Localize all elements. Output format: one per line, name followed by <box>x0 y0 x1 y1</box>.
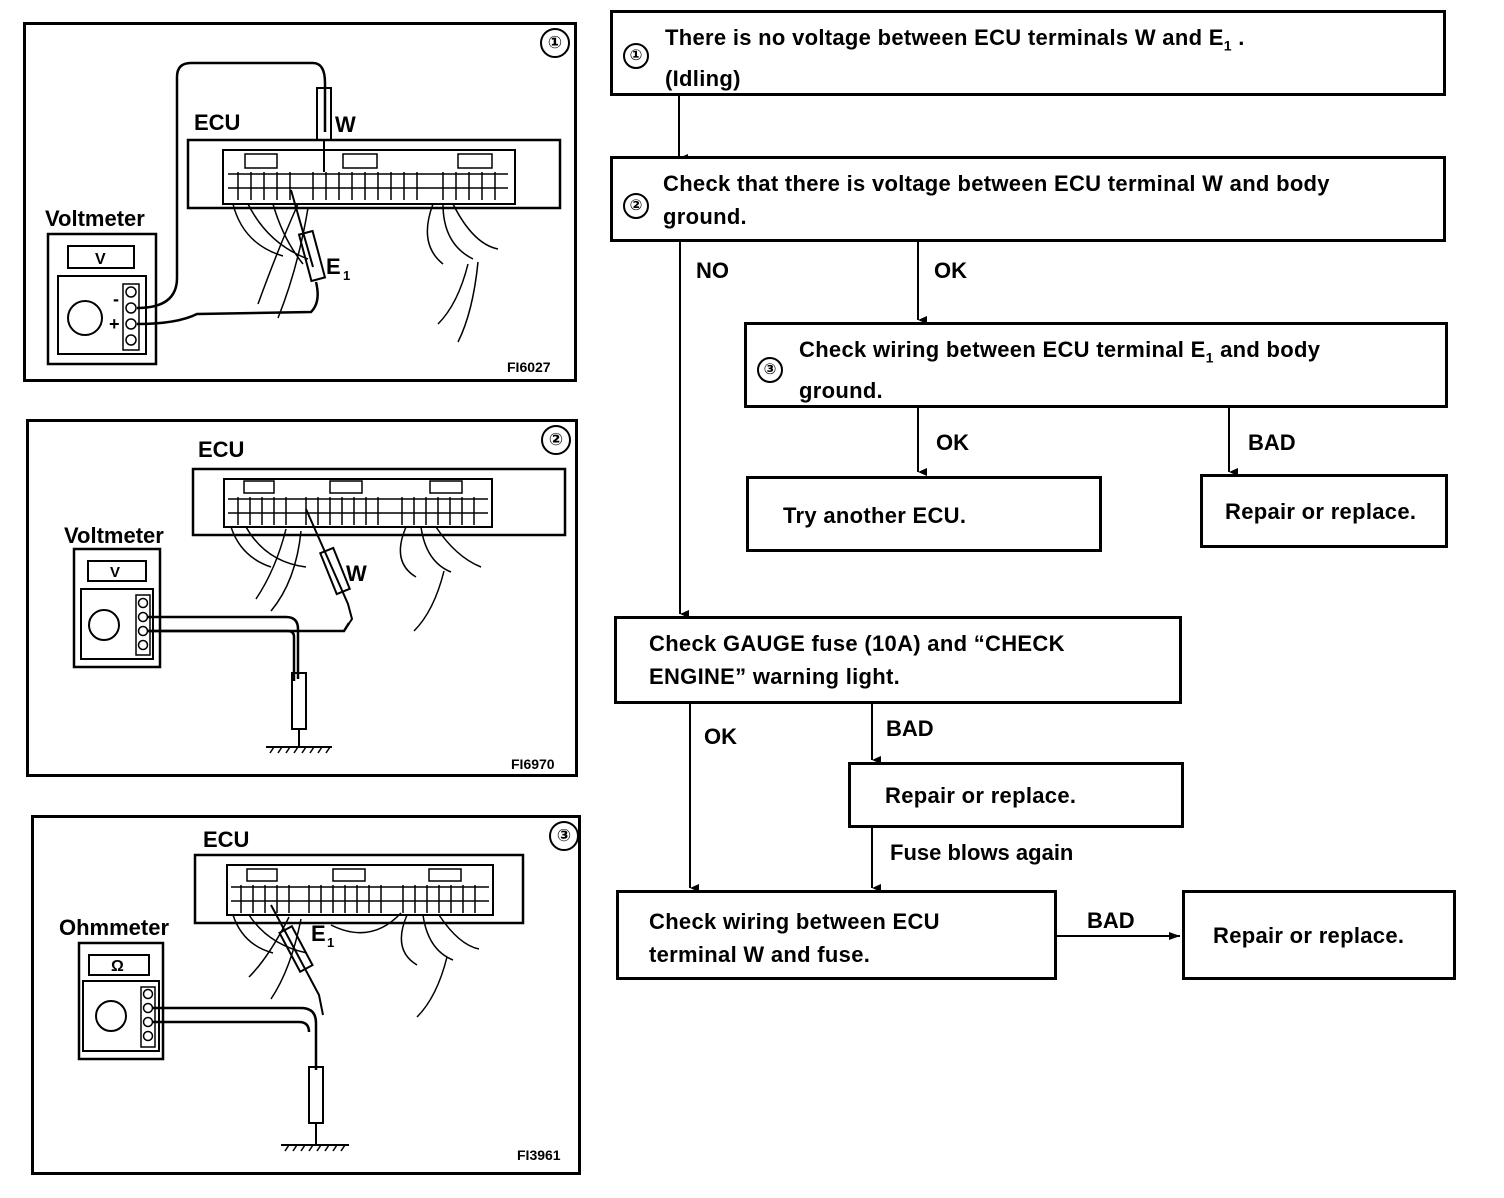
meter-face-ohm: Ω <box>111 958 124 975</box>
step-number: ② <box>623 193 649 219</box>
try-another-ecu-text: Try another ECU. <box>783 503 967 528</box>
svg-text:-: - <box>113 289 119 309</box>
panel-number: ② <box>541 425 571 455</box>
probe-e1-subscript: 1 <box>343 268 350 283</box>
figure-code: FI3961 <box>517 1147 561 1163</box>
repair-box-3: Repair or replace. <box>1182 890 1456 980</box>
illustration-panel-1: - + ECU W E 1 Voltmeter V FI6027 ① <box>23 22 577 382</box>
label-bad-wiring: BAD <box>1087 908 1135 933</box>
step-1-subscript: 1 <box>1223 37 1232 54</box>
probe-w-label: W <box>335 112 356 137</box>
ohmmeter-e1-ground-diagram: ECU E 1 Ohmmeter Ω FI3961 <box>31 815 581 1175</box>
step-2-text: Check that there is voltage between ECU … <box>663 167 1330 233</box>
step-number: ③ <box>757 357 783 383</box>
step-3-line2: ground. <box>799 378 883 404</box>
svg-text:+: + <box>109 314 120 334</box>
step-1-line1: There is no voltage between ECU terminal… <box>665 25 1224 50</box>
label-bad-step3: BAD <box>1248 430 1296 455</box>
wiring-line1: Check wiring between ECU <box>649 909 940 934</box>
voltmeter-w-ground-diagram: ECU W Voltmeter V FI6970 <box>26 419 578 777</box>
step-3-line1-end: and body <box>1213 337 1321 362</box>
flow-step-3: ③ Check wiring between ECU terminal E1 a… <box>744 322 1448 408</box>
voltmeter-label: Voltmeter <box>45 206 145 231</box>
voltmeter-label: Voltmeter <box>64 523 164 548</box>
step-3-line1: Check wiring between ECU terminal E <box>799 337 1206 362</box>
probe-e1-label: E <box>326 254 341 279</box>
ecu-label: ECU <box>203 827 249 852</box>
step-1-line2: (Idling) <box>665 66 741 92</box>
check-gauge-fuse-box: Check GAUGE fuse (10A) and “CHECK ENGINE… <box>614 616 1182 704</box>
gauge-line2: ENGINE” warning light. <box>649 664 901 689</box>
label-ok-step3: OK <box>936 430 969 455</box>
figure-code: FI6970 <box>511 756 555 772</box>
check-wiring-w-fuse-box: Check wiring between ECU terminal W and … <box>616 890 1057 980</box>
try-another-ecu-box: Try another ECU. <box>746 476 1102 552</box>
panel-number: ③ <box>549 821 579 851</box>
gauge-line1: Check GAUGE fuse (10A) and “CHECK <box>649 631 1065 656</box>
panel-number: ① <box>540 28 570 58</box>
check-gauge-fuse-text: Check GAUGE fuse (10A) and “CHECK ENGINE… <box>649 627 1065 693</box>
repair-text-3: Repair or replace. <box>1213 923 1405 948</box>
check-wiring-w-fuse-text: Check wiring between ECU terminal W and … <box>649 905 940 971</box>
step-2-line1: Check that there is voltage between ECU … <box>663 171 1330 196</box>
probe-e1-label: E <box>311 921 326 946</box>
repair-box-1: Repair or replace. <box>1200 474 1448 548</box>
label-no: NO <box>696 258 729 283</box>
probe-w-label: W <box>346 561 367 586</box>
illustration-panel-2: ECU W Voltmeter V FI6970 ② <box>26 419 578 777</box>
repair-box-2: Repair or replace. <box>848 762 1184 828</box>
probe-e1-subscript: 1 <box>327 935 334 950</box>
voltmeter-w-e1-diagram: - + ECU W E 1 Voltmeter V FI6027 <box>23 22 577 382</box>
illustration-panel-3: ECU E 1 Ohmmeter Ω FI3961 ③ <box>31 815 581 1175</box>
step-3-text: Check wiring between ECU terminal E1 and… <box>799 333 1320 407</box>
step-1-line1-end: . <box>1231 25 1245 50</box>
flow-step-1: ① There is no voltage between ECU termin… <box>610 10 1446 96</box>
label-bad-gauge: BAD <box>886 716 934 741</box>
repair-text-1: Repair or replace. <box>1225 499 1417 524</box>
step-2-line2: ground. <box>663 204 747 229</box>
ohmmeter-label: Ohmmeter <box>59 915 169 940</box>
label-ok-step2: OK <box>934 258 967 283</box>
step-number: ① <box>623 43 649 69</box>
meter-face-v: V <box>110 564 120 581</box>
ecu-label: ECU <box>194 110 240 135</box>
flow-step-2: ② Check that there is voltage between EC… <box>610 156 1446 242</box>
meter-face-v: V <box>95 251 106 268</box>
ecu-label: ECU <box>198 437 244 462</box>
figure-code: FI6027 <box>507 359 551 375</box>
wiring-line2: terminal W and fuse. <box>649 942 871 967</box>
step-3-subscript: 1 <box>1205 349 1214 366</box>
repair-text-2: Repair or replace. <box>885 783 1077 808</box>
label-fuse-blows-again: Fuse blows again <box>890 840 1074 865</box>
label-ok-gauge: OK <box>704 724 737 749</box>
step-1-text: There is no voltage between ECU terminal… <box>665 21 1245 95</box>
